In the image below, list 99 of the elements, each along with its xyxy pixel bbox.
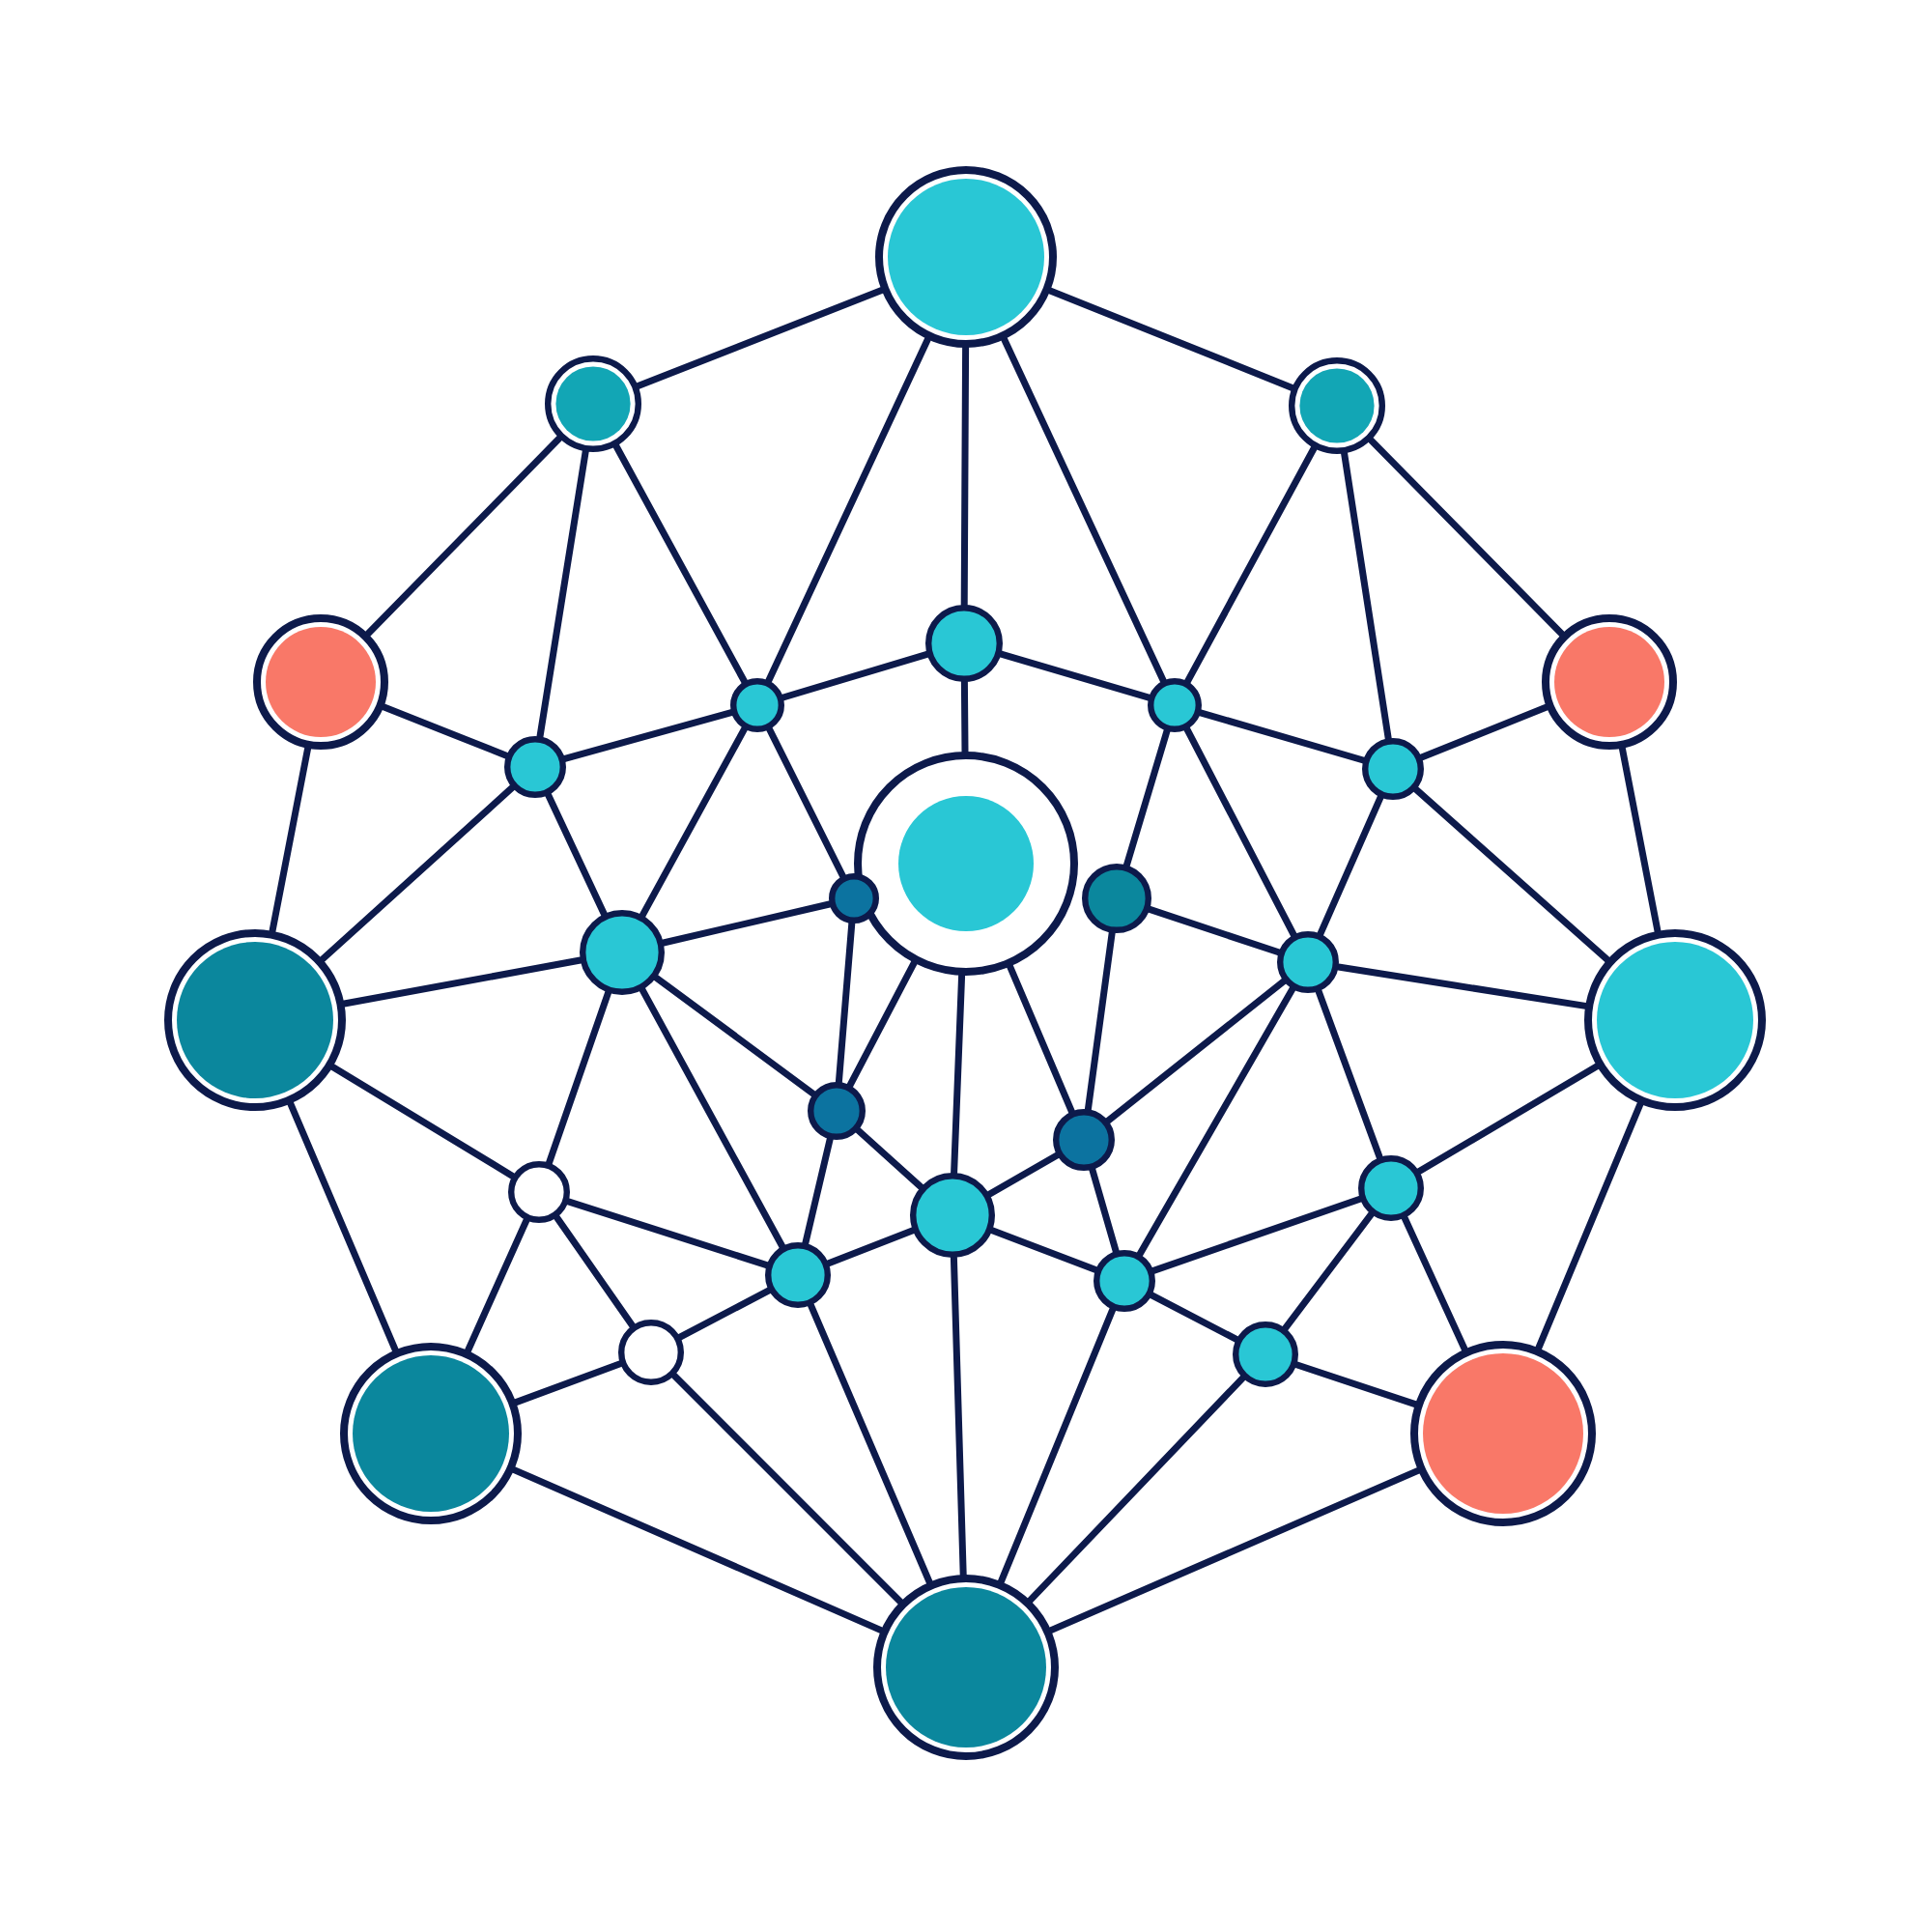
connector-line (364, 435, 563, 638)
connector-line (512, 1360, 624, 1406)
network-node (1584, 929, 1766, 1111)
connector-line (545, 989, 612, 1167)
connector-line (1150, 1195, 1364, 1274)
connector-line (835, 920, 856, 1086)
connector-line (670, 1372, 904, 1605)
network-node (504, 736, 566, 798)
connector-line (780, 650, 931, 701)
connector-line (1148, 1292, 1240, 1343)
connector-line (1007, 963, 1075, 1116)
connector-line (802, 1135, 834, 1247)
connector-line (660, 900, 834, 947)
connector-line (1026, 1375, 1246, 1605)
connector-line (765, 335, 931, 685)
connector-line (766, 725, 846, 880)
connector-line (1367, 437, 1566, 638)
connector-line (1084, 929, 1116, 1113)
connector-line (319, 783, 516, 963)
connector-line (854, 1126, 924, 1191)
network-node (829, 873, 879, 923)
connector-line (807, 1301, 933, 1586)
connector-line (985, 1151, 1061, 1198)
connector-line (997, 1306, 1117, 1585)
connector-line (639, 725, 749, 919)
connector-line (553, 1213, 637, 1329)
connector-line (1047, 1466, 1422, 1634)
connector-line (652, 974, 817, 1097)
network-node (1053, 1109, 1115, 1171)
connector-line (510, 1466, 885, 1634)
network-node (164, 929, 346, 1111)
connector-line (561, 709, 735, 762)
connector-line (1293, 1361, 1419, 1408)
network-node (1542, 614, 1677, 750)
connector-line (950, 1254, 967, 1578)
network-node (253, 614, 388, 750)
connector-line (997, 650, 1152, 701)
network-node (1148, 678, 1202, 732)
network-node (1082, 864, 1151, 933)
connector-line (960, 344, 970, 609)
connector-line (1317, 793, 1384, 938)
connector-line (1136, 985, 1296, 1258)
connector-line (825, 1227, 917, 1267)
network-node (875, 166, 1057, 348)
connector-line (951, 972, 966, 1177)
connector-line (1282, 1210, 1375, 1332)
connector-line (988, 1227, 1099, 1274)
connector-line (846, 959, 918, 1089)
connector-line (1315, 987, 1383, 1161)
connector-line (1104, 978, 1288, 1124)
connector-line (1618, 745, 1662, 935)
connector-line (1412, 785, 1611, 963)
network-node (1094, 1250, 1155, 1312)
connector-line (960, 678, 969, 755)
connector-line (1341, 449, 1392, 742)
connector-line (639, 986, 786, 1250)
connector-line (1418, 703, 1550, 761)
network-node (618, 1320, 684, 1385)
network-node (1362, 738, 1424, 800)
connector-line (1089, 1166, 1120, 1255)
connector-line (380, 703, 510, 759)
connector-line (464, 1216, 530, 1354)
network-node (808, 1082, 866, 1140)
network-node (765, 1242, 831, 1308)
network-node (545, 355, 641, 452)
connector-line (1535, 1100, 1644, 1351)
network-node (730, 678, 784, 732)
connector-line (1197, 709, 1367, 764)
network-node (925, 605, 1003, 682)
connector-line (1415, 1063, 1601, 1176)
connector-line (676, 1287, 773, 1341)
connector-line (328, 1064, 517, 1179)
connector-line (564, 1198, 771, 1269)
connector-line (1183, 725, 1297, 939)
network-node (508, 1161, 570, 1223)
connector-line (269, 745, 312, 935)
connector-line (612, 442, 749, 685)
network-node (1289, 357, 1385, 454)
connector-line (1401, 1214, 1468, 1353)
connector-line (1046, 287, 1296, 391)
network-node (340, 1343, 522, 1524)
connector-line (635, 286, 886, 390)
connector-line (1146, 905, 1283, 956)
connector-line (545, 791, 608, 918)
connector-line (340, 956, 584, 1008)
network-node (1277, 931, 1339, 993)
connector-line (1001, 335, 1167, 685)
connector-line (1335, 963, 1589, 1009)
connector-line (287, 1100, 399, 1353)
network-node (1358, 1155, 1424, 1221)
connector-line (536, 447, 589, 740)
connector-line (1183, 444, 1318, 685)
network-node (873, 1575, 1059, 1760)
network-node (1410, 1341, 1596, 1526)
network-node (910, 1173, 995, 1258)
hub-node (854, 752, 1078, 976)
connector-line (1122, 727, 1171, 869)
network-node (1233, 1321, 1298, 1387)
network-node (580, 910, 665, 995)
